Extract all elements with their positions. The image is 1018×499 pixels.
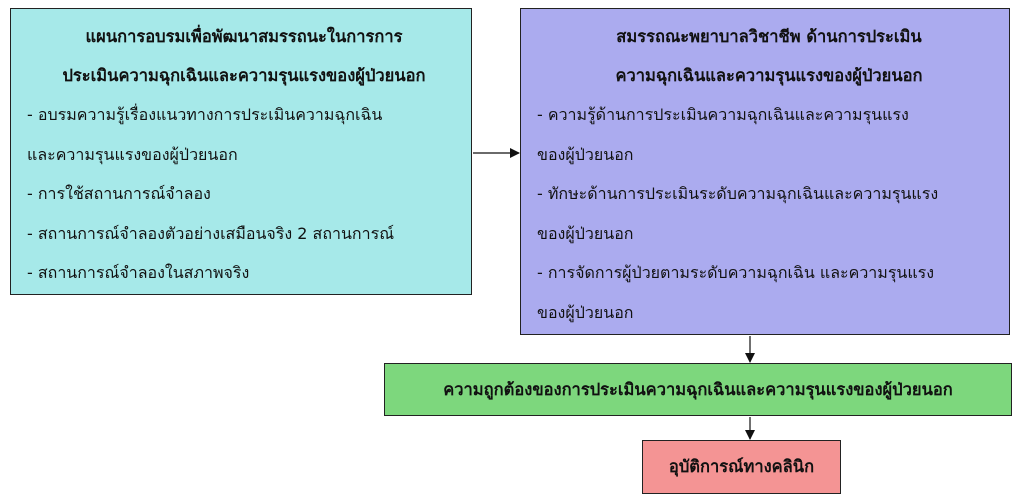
clinical-incident-box: อุบัติการณ์ทางคลินิก (642, 440, 841, 494)
accuracy-label: ความถูกต้องของการประเมินความฉุกเฉินและคว… (443, 379, 953, 399)
training-plan-item: - สถานการณ์จำลองตัวอย่างเสมือนจริง 2 สถา… (27, 223, 395, 243)
competency-title-line-1: สมรรถณะพยาบาลวิชาชีพ ด้านการประเมิน (616, 27, 922, 46)
competency-item: ของผู้ป่วยนอก (537, 223, 634, 243)
competency-box: สมรรถณะพยาบาลวิชาชีพ ด้านการประเมิน ความ… (520, 8, 1010, 335)
training-plan-item: - อบรมความรู้เรื่องแนวทางการประเมินความฉ… (27, 105, 383, 124)
accuracy-box: ความถูกต้องของการประเมินความฉุกเฉินและคว… (384, 363, 1012, 416)
training-plan-item: - การใช้สถานการณ์จำลอง (27, 184, 211, 203)
clinical-incident-label: อุบัติการณ์ทางคลินิก (668, 457, 815, 476)
competency-item: - ทักษะด้านการประเมินระดับความฉุกเฉินและ… (537, 184, 939, 203)
training-plan-title-line-1: แผนการอบรมเพื่อพัฒนาสมรรถนะในการการ (85, 27, 403, 46)
competency-item: - การจัดการผู้ป่วยตามระดับความฉุกเฉิน แล… (537, 263, 935, 282)
competency-item: ของผู้ป่วยนอก (537, 144, 634, 164)
training-plan-item: - สถานการณ์จำลองในสภาพจริง (27, 263, 250, 282)
training-plan-box: แผนการอบรมเพื่อพัฒนาสมรรถนะในการการ ประเ… (10, 8, 472, 295)
competency-item: - ความรู้ด้านการประเมินความฉุกเฉินและควา… (537, 105, 909, 124)
competency-title-line-2: ความฉุกเฉินและความรุนแรงของผู้ป่วยนอก (615, 66, 923, 85)
training-plan-item: และความรุนแรงของผู้ป่วยนอก (27, 144, 238, 164)
training-plan-title-line-2: ประเมินความฉุกเฉินและความรุนแรงของผู้ป่ว… (62, 66, 426, 85)
competency-item: ของผู้ป่วยนอก (537, 302, 634, 322)
